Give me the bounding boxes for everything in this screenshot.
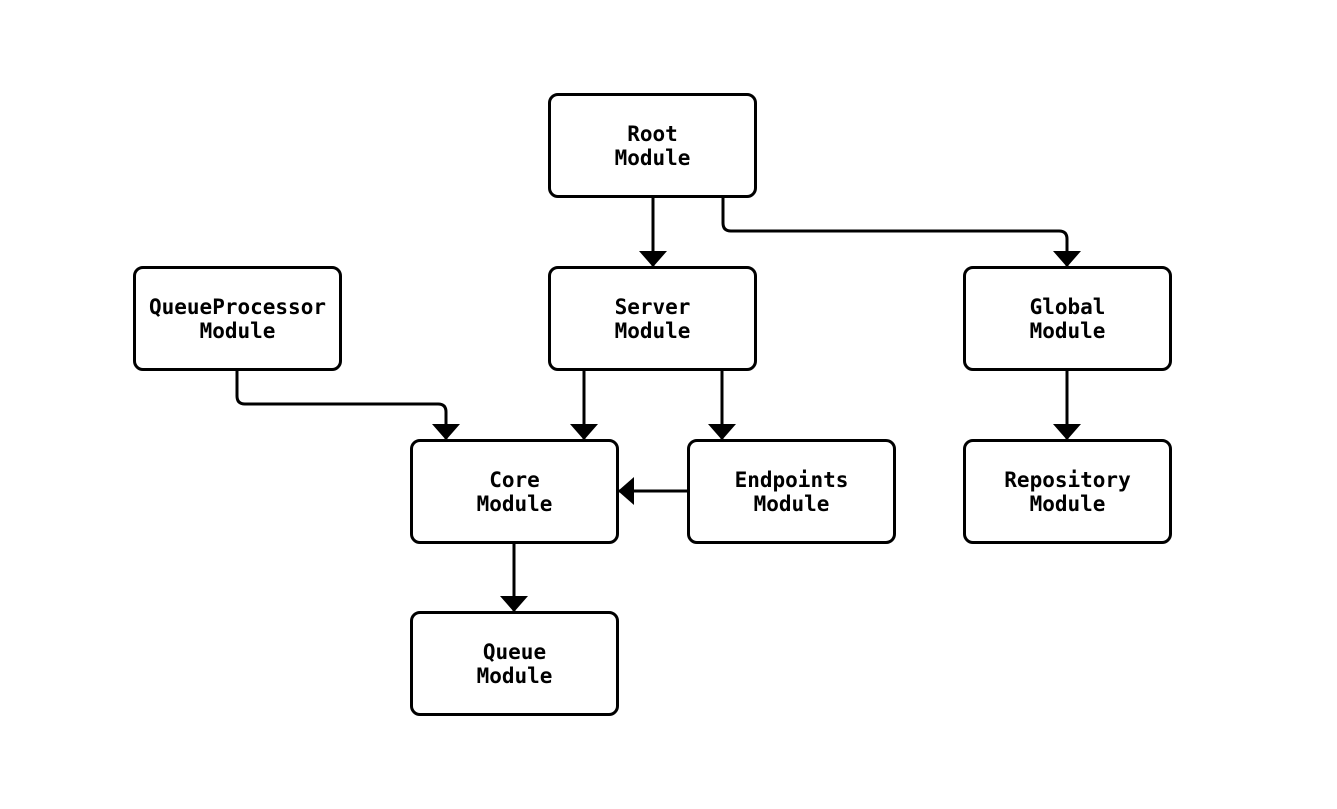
node-label: Global Module — [1029, 294, 1106, 343]
node-label: Root Module — [614, 121, 691, 170]
edge-queueprocessor-to-core — [235, 371, 460, 440]
node-queue: Queue Module — [410, 611, 619, 716]
node-label: QueueProcessor Module — [148, 294, 326, 343]
node-server: Server Module — [548, 266, 757, 371]
node-endpoints: Endpoints Module — [687, 439, 896, 544]
node-repository: Repository Module — [963, 439, 1172, 544]
node-label: Queue Module — [476, 639, 553, 688]
node-label: Server Module — [614, 294, 691, 343]
node-global: Global Module — [963, 266, 1172, 371]
node-core: Core Module — [410, 439, 619, 544]
node-label: Repository Module — [1004, 467, 1131, 516]
node-queueprocessor: QueueProcessor Module — [133, 266, 342, 371]
edge-root-to-global — [721, 198, 1081, 267]
node-root: Root Module — [548, 93, 757, 198]
node-label: Endpoints Module — [734, 467, 849, 516]
node-label: Core Module — [476, 467, 553, 516]
